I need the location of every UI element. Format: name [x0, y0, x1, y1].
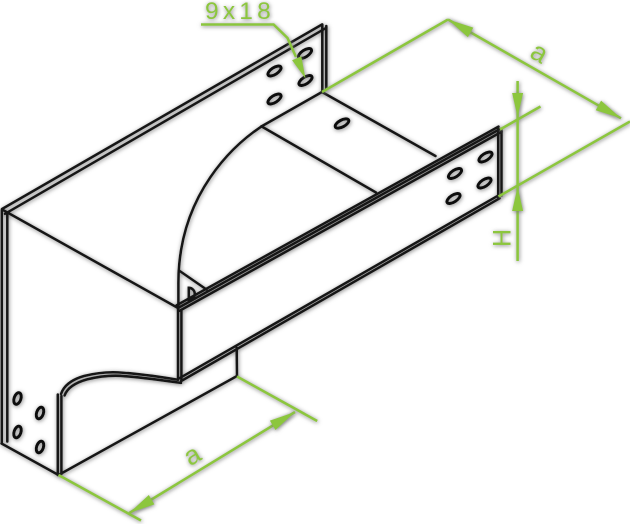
svg-text:H: H	[489, 229, 517, 247]
svg-text:a: a	[178, 438, 207, 472]
svg-text:a: a	[525, 36, 554, 70]
svg-text:9x18: 9x18	[205, 0, 275, 25]
